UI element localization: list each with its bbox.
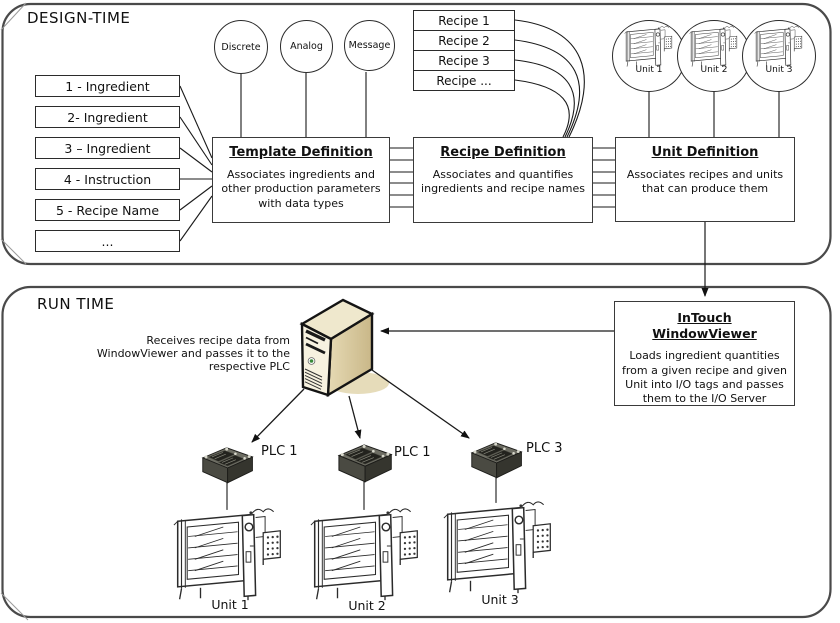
windowviewer-box: InTouch WindowViewer Loads ingredient qu… <box>614 301 795 406</box>
unit1-ellipse: Unit 1 <box>612 20 686 92</box>
io-server-note: Receives recipe data from WindowViewer a… <box>88 334 290 374</box>
io-server-icon <box>299 298 389 398</box>
template-field-1: 1 - Ingredient <box>35 75 180 97</box>
datatype-connectors <box>240 72 367 138</box>
unit3-mini-oven-icon <box>753 26 804 67</box>
recipe-2: Recipe 2 <box>413 30 515 51</box>
template-field-4: 4 - Instruction <box>35 168 180 190</box>
recipe-definition-box: Recipe Definition Associates and quantif… <box>413 137 593 223</box>
plc1-label: PLC 1 <box>261 444 298 459</box>
template-field-2: 2- Ingredient <box>35 106 180 128</box>
unit2-oven-icon <box>308 508 422 601</box>
plc2-label: PLC 1 <box>394 445 431 460</box>
run-time-label: RUN TIME <box>37 295 115 313</box>
unit1-mini-oven-icon <box>623 26 674 67</box>
template-recipe-links <box>390 147 413 208</box>
unit3-ellipse: Unit 3 <box>742 20 816 92</box>
unit2-ellipse-label: Unit 2 <box>700 65 728 75</box>
unit3-ellipse-label: Unit 3 <box>765 65 793 75</box>
unit-definition-title: Unit Definition <box>651 145 759 160</box>
recipe-definition-title: Recipe Definition <box>440 145 566 160</box>
unit2-mini-oven-icon <box>688 26 739 67</box>
unit2-label: Unit 2 <box>348 598 386 613</box>
recipe-1: Recipe 1 <box>413 10 515 31</box>
datatype-analog: Analog <box>280 20 333 73</box>
recipe-connectors <box>514 19 585 138</box>
design-time-border <box>0 2 832 266</box>
design-time-label: DESIGN-TIME <box>27 9 131 27</box>
template-definition-title: Template Definition <box>229 145 373 160</box>
plc-to-unit-links <box>226 475 497 510</box>
unit2-ellipse: Unit 2 <box>677 20 751 92</box>
run-time-border <box>0 285 832 621</box>
windowviewer-title: InTouch WindowViewer <box>615 310 794 341</box>
plc3-icon <box>471 442 522 479</box>
datatype-discrete: Discrete <box>214 20 268 74</box>
recipe-definition-description: Associates and quantifies ingredients an… <box>421 168 585 196</box>
server-to-plc-arrows <box>251 369 470 443</box>
windowviewer-title-line1: InTouch <box>677 310 732 325</box>
template-definition-description: Associates ingredients and other product… <box>221 168 381 210</box>
recipe-more: Recipe ... <box>413 70 515 91</box>
field-to-template-connectors <box>179 85 213 242</box>
template-field-more: ... <box>35 230 180 252</box>
unit1-ellipse-label: Unit 1 <box>635 65 663 75</box>
plc1-icon <box>202 447 253 484</box>
plc2-icon <box>338 444 392 483</box>
unit1-label: Unit 1 <box>211 597 249 612</box>
unit-connectors <box>648 91 780 138</box>
recipe-3: Recipe 3 <box>413 50 515 71</box>
io-server-note-line2: WindowViewer and passes it to the <box>96 347 290 361</box>
template-definition-box: Template Definition Associates ingredien… <box>212 137 390 223</box>
unit3-label: Unit 3 <box>481 592 519 607</box>
windowviewer-description: Loads ingredient quantities from a given… <box>622 349 787 406</box>
recipe-unit-links <box>593 147 615 208</box>
unit1-oven-icon <box>171 508 285 601</box>
unit3-oven-icon <box>441 501 555 594</box>
plc3-label: PLC 3 <box>526 441 563 456</box>
datatype-message: Message <box>344 20 395 71</box>
unit-definition-box: Unit Definition Associates recipes and u… <box>615 137 795 222</box>
io-server-note-line3: respective PLC <box>208 360 290 374</box>
io-server-note-line1: Receives recipe data from <box>146 334 290 347</box>
template-field-5: 5 - Recipe Name <box>35 199 180 221</box>
windowviewer-title-line2: WindowViewer <box>652 325 757 341</box>
template-field-3: 3 – Ingredient <box>35 137 180 159</box>
unit-definition-description: Associates recipes and units that can pr… <box>626 168 784 196</box>
